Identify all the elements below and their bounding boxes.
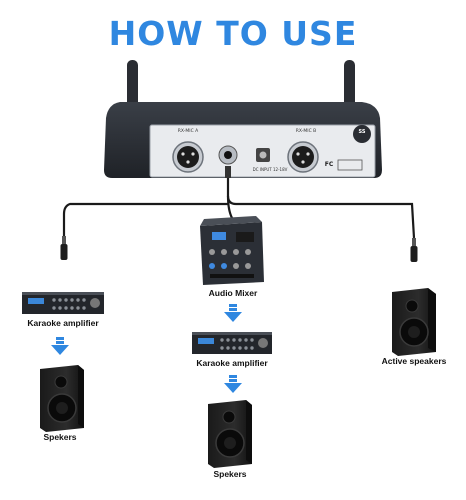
- receiver-fc-mark: FC: [324, 161, 334, 168]
- left-speaker: [40, 365, 84, 432]
- receiver-label-a: RX-MIC A: [177, 129, 199, 134]
- left-speaker-label: Spekers: [43, 432, 77, 442]
- active-speaker-label: Active speakers: [381, 356, 447, 366]
- receiver-label-b: RX-MIC B: [295, 129, 317, 134]
- center-speaker: [208, 400, 252, 468]
- audio-mixer: [200, 216, 264, 285]
- center-speaker-label: Spekers: [213, 469, 247, 479]
- arrow-left-amp-to-speaker: [51, 337, 69, 355]
- receiver-badge-text: SS: [358, 129, 366, 135]
- wireless-receiver: [104, 102, 382, 178]
- page-title: HOW TO USE: [108, 14, 358, 53]
- left-karaoke-amplifier: [22, 292, 104, 314]
- arrow-mixer-to-amp: [224, 304, 242, 322]
- center-amp-label: Karaoke amplifier: [196, 358, 268, 368]
- receiver-antennas: [127, 60, 355, 110]
- arrow-center-amp-to-speaker: [224, 375, 242, 393]
- cable-jack-left: [60, 236, 68, 260]
- cable-tree: [62, 178, 416, 239]
- right-active-speaker: [392, 288, 436, 356]
- left-amp-label: Karaoke amplifier: [27, 318, 99, 328]
- cable-jack-right: [410, 238, 418, 262]
- badge-icon: [353, 125, 371, 143]
- receiver-power-label: DC INPUT 12-18V: [252, 167, 288, 172]
- audio-mixer-label: Audio Mixer: [208, 288, 258, 298]
- center-karaoke-amplifier: [192, 332, 272, 354]
